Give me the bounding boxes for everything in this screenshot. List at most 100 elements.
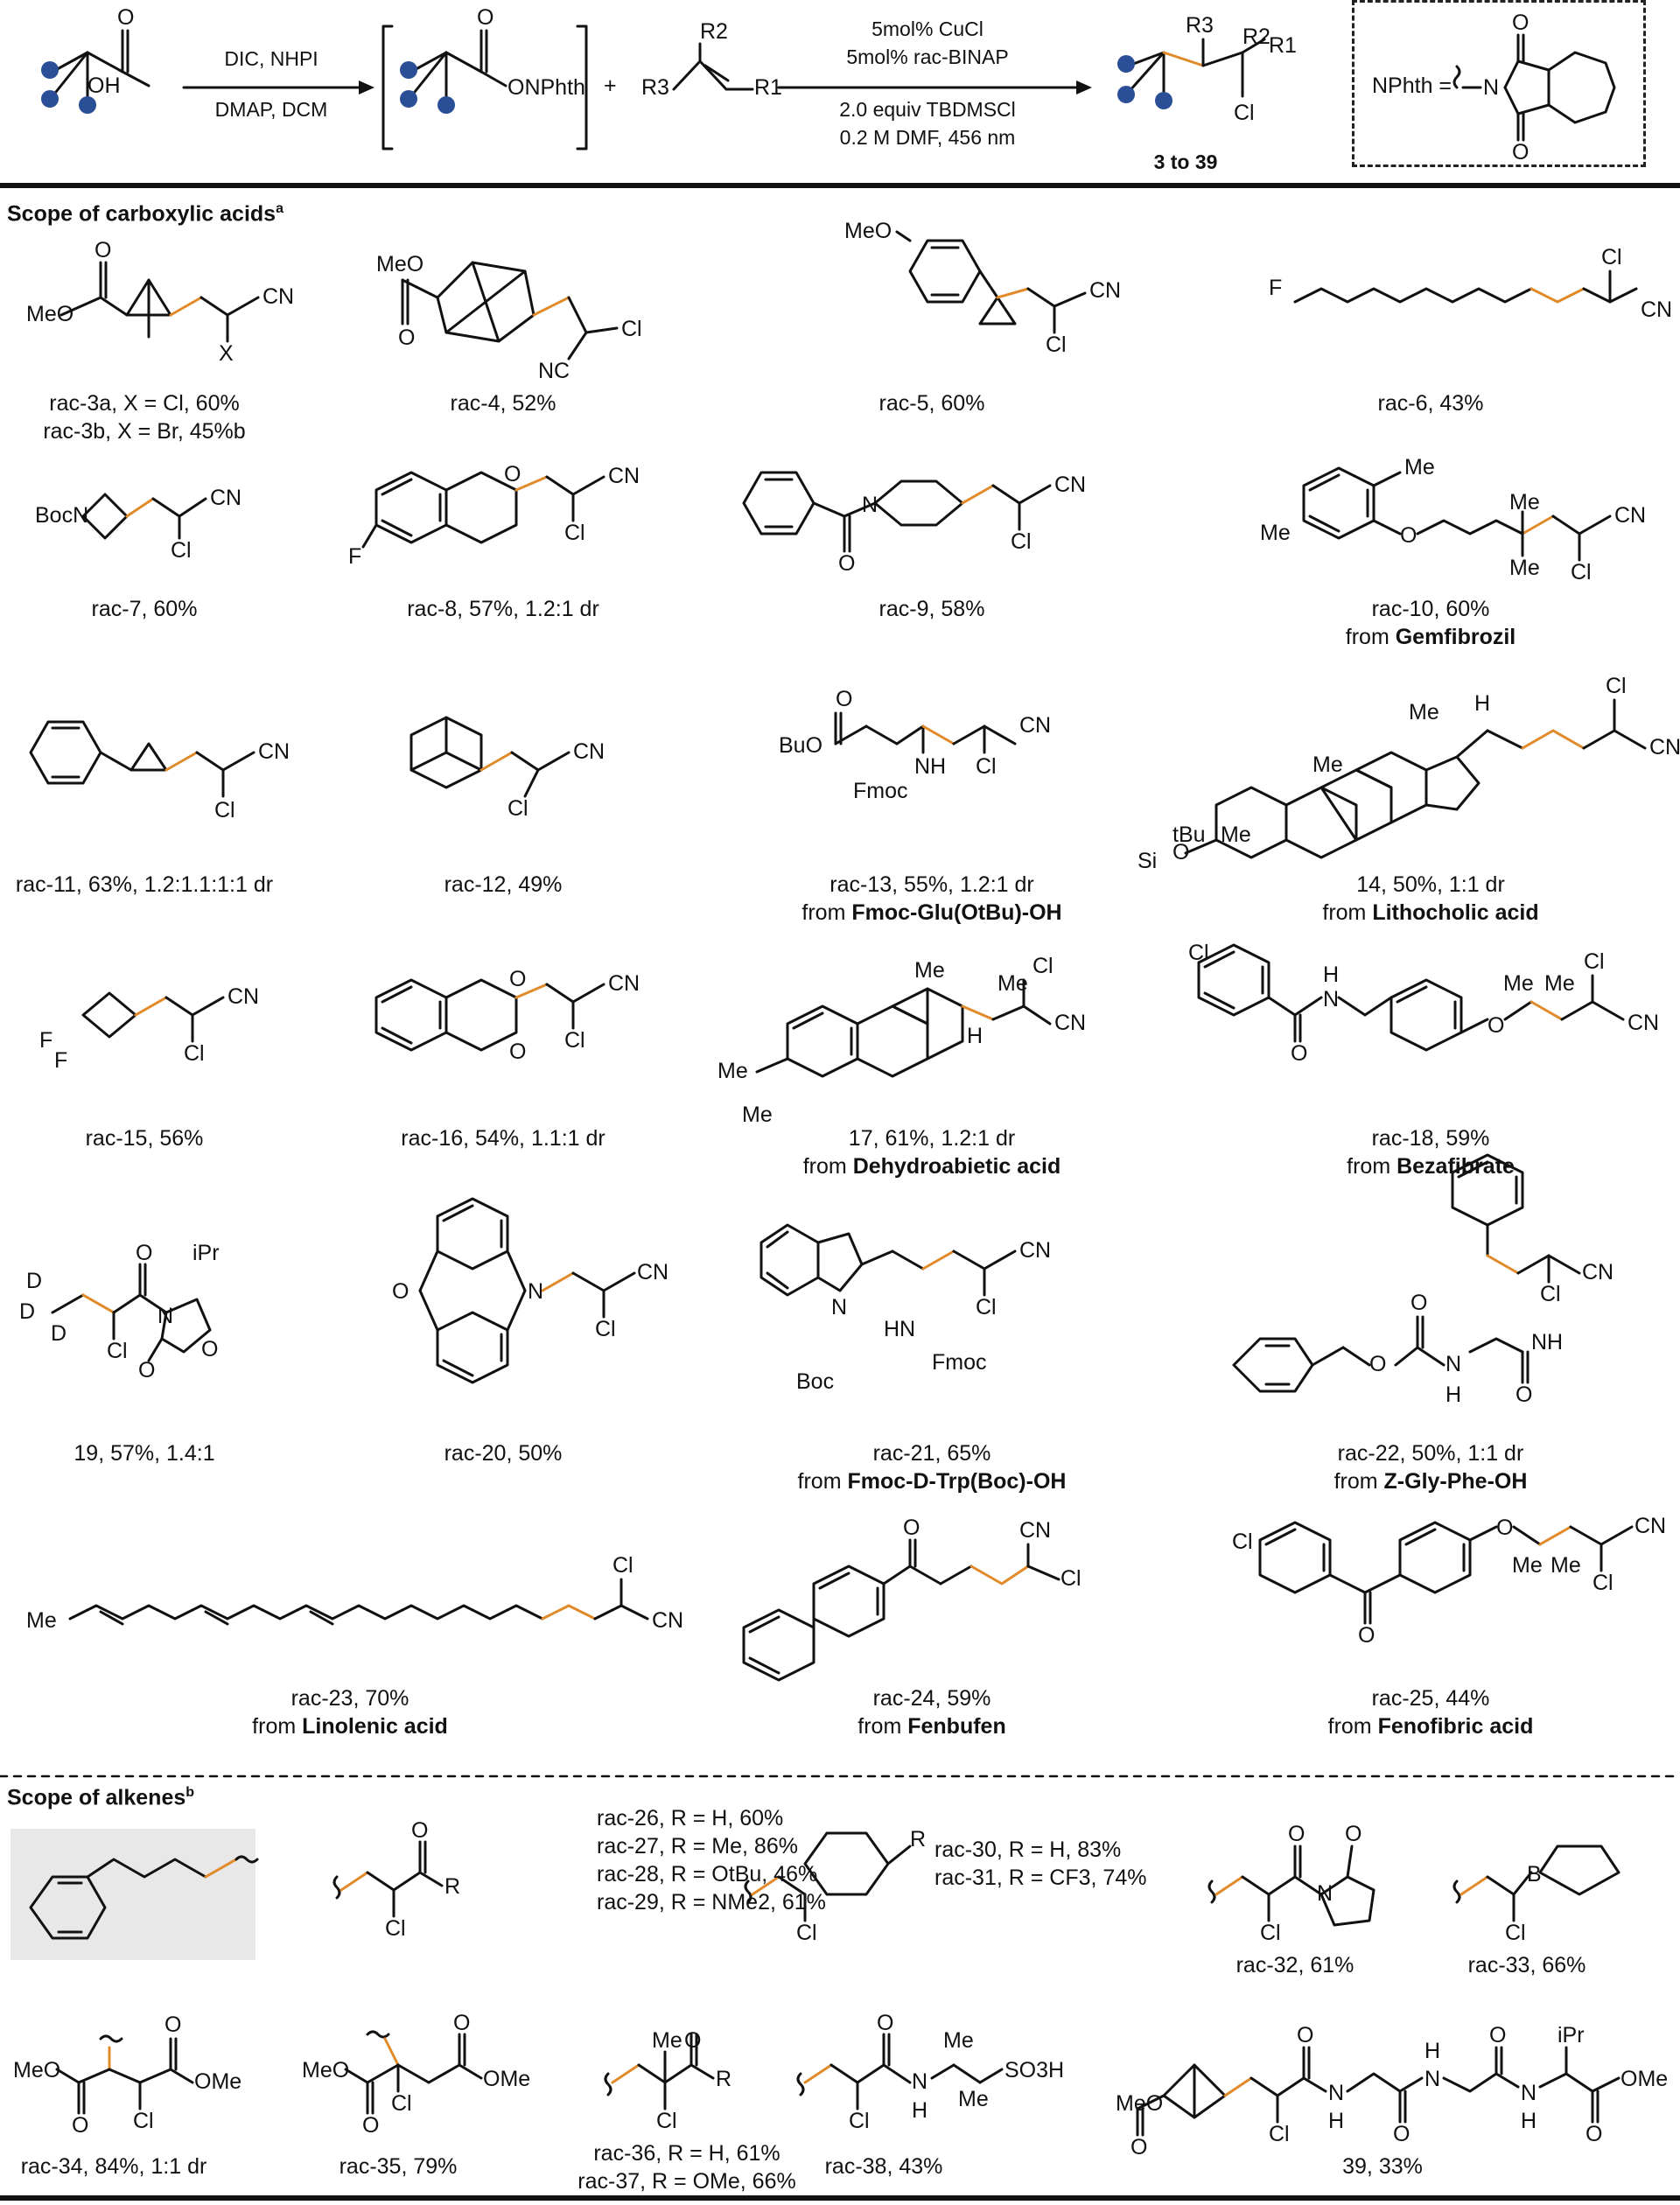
starting-acid	[41, 29, 150, 114]
caption-35: rac-35, 79%	[339, 2154, 458, 2179]
structure-18	[1197, 943, 1625, 1052]
atom-label-r: R	[716, 2067, 732, 2091]
atom-label-o: O	[136, 1241, 153, 1265]
atom-label-cn: CN	[1019, 1518, 1052, 1543]
atom-label-cl: Cl	[391, 2091, 412, 2116]
r3-label: R3	[1186, 13, 1214, 38]
atom-label-me: Me	[26, 1608, 57, 1633]
caption-32: rac-32, 61%	[1236, 1953, 1354, 1978]
atom-label-o: O	[838, 551, 856, 576]
atom-label-cn: CN	[258, 739, 290, 764]
structure-34	[55, 2034, 194, 2115]
atom-label-cl: Cl	[1571, 560, 1592, 584]
atom-label-me: Me	[1221, 822, 1251, 847]
atom-label-o: O	[1358, 1623, 1376, 1648]
atom-label-me: Me	[943, 2028, 974, 2053]
structure-3	[60, 261, 260, 343]
radical-dot	[41, 61, 59, 79]
atom-label-me: Me	[1509, 556, 1540, 580]
atom-label-n: N	[1424, 2067, 1441, 2091]
atom-label-cl: Cl	[1011, 529, 1032, 554]
atom-label-o: O	[903, 1516, 920, 1540]
structure-39	[1136, 2046, 1620, 2137]
structure-25	[1258, 1521, 1634, 1625]
caption-25: rac-25, 44% from Fenofibric acid	[1327, 1686, 1534, 1739]
atom-label-me: Me	[1404, 455, 1435, 480]
atom-label-ome: OMe	[194, 2069, 242, 2094]
r3-label: R3	[641, 75, 669, 100]
atom-label-cl: Cl	[133, 2109, 154, 2133]
atom-label-o: O	[477, 5, 494, 30]
structure-30-31	[744, 1831, 912, 1922]
atom-label-cl: Cl	[656, 2109, 677, 2133]
atom-label-d: D	[26, 1269, 43, 1293]
atom-label-nh: NH	[914, 754, 947, 779]
r1-label: R1	[1269, 33, 1297, 58]
atom-label-cl: Cl	[385, 1916, 406, 1941]
atom-label-o: O	[1369, 1352, 1387, 1376]
section-title-acids: Scope of carboxylic acidsa	[7, 201, 284, 227]
atom-label-o: O	[1172, 840, 1190, 864]
structure-13	[834, 711, 1017, 754]
structure-5	[895, 230, 1087, 334]
caption-19: 19, 57%, 1.4:1	[74, 1441, 215, 1466]
atom-label-cl: Cl	[214, 798, 235, 822]
atom-label-me: Me	[1312, 752, 1343, 777]
section-title-alkenes: Scope of alkenesb	[7, 1785, 195, 1810]
structure-22	[1232, 1153, 1581, 1393]
atom-label-o: O	[392, 1279, 410, 1304]
atom-label-cl: Cl	[1032, 954, 1054, 978]
atom-label-o: O	[94, 238, 112, 262]
atom-label-cl: Cl	[1540, 1282, 1561, 1306]
atom-label-cl: Cl	[564, 521, 585, 545]
r2-label: R2	[1242, 24, 1270, 49]
atom-label-o: O	[1496, 1516, 1514, 1540]
atom-label-o: O	[362, 2113, 380, 2138]
atom-label-d: D	[51, 1321, 67, 1346]
atom-label-o: O	[164, 2012, 182, 2037]
structure-26-29	[332, 1840, 444, 1918]
atom-label-cn: CN	[1054, 472, 1087, 497]
structure-32	[1208, 1844, 1376, 1927]
atom-label-o: O	[72, 2113, 89, 2138]
atom-label-cn: CN	[262, 284, 295, 309]
atom-label-n: N	[528, 1279, 544, 1304]
atom-label-o: O	[509, 1040, 527, 1064]
atom-label-si: Si	[1138, 849, 1158, 873]
atom-label-o: O	[836, 687, 853, 711]
structure-7	[81, 493, 207, 540]
atom-label-o: O	[1400, 523, 1418, 548]
conditions-bottom-1: 2.0 equiv TBDMSCl	[839, 98, 1016, 121]
atom-label-cl: Cl	[612, 1553, 634, 1578]
atom-label-o: O	[504, 462, 522, 486]
atom-label-n: N	[1317, 1881, 1334, 1906]
structure-21	[760, 1223, 1017, 1297]
caption-8: rac-8, 57%, 1.2:1 dr	[407, 597, 599, 621]
atom-label-cl: Cl	[621, 317, 642, 341]
caption-12: rac-12, 49%	[444, 872, 563, 897]
structure-19	[51, 1263, 212, 1362]
atom-label-cn: CN	[1614, 503, 1647, 528]
conditions-bottom-2: 0.2 M DMF, 456 nm	[839, 126, 1016, 149]
r1-label: R1	[754, 75, 782, 100]
structure-38	[796, 2033, 1004, 2110]
atom-label-cl: Cl	[1232, 1530, 1253, 1554]
atom-label-cn: CN	[573, 739, 606, 764]
structure-14	[1184, 698, 1647, 859]
atom-label-me: Me	[998, 971, 1028, 996]
nhpi-ester	[400, 29, 508, 114]
atom-label-o: O	[453, 2011, 471, 2035]
atom-label-cn: CN	[210, 486, 242, 510]
atom-label-h: H	[1521, 2109, 1537, 2133]
atom-label-h: H	[1328, 2109, 1345, 2133]
atom-label-n: N	[912, 2069, 928, 2094]
atom-label-cl: Cl	[976, 1295, 997, 1320]
atom-label-cn: CN	[608, 971, 640, 996]
structure-11	[29, 720, 256, 798]
atom-label-r: R	[910, 1827, 927, 1852]
caption-18: rac-18, 59% from Bezafibrate	[1347, 1126, 1515, 1179]
atom-label-cl: Cl	[796, 1921, 817, 1945]
caption-6: rac-6, 43%	[1377, 391, 1484, 416]
alkene-reagent	[672, 42, 754, 91]
